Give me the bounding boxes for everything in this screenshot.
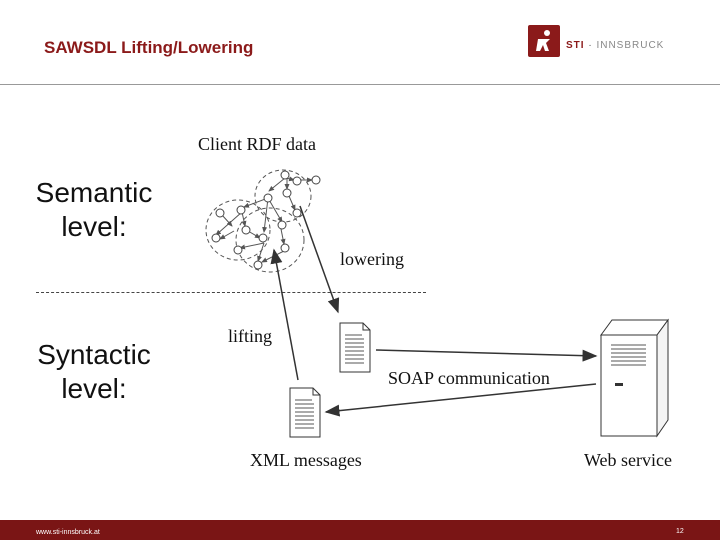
xml-messages-label: XML messages: [250, 450, 362, 470]
soap-request-arrow: [375, 349, 598, 362]
syntactic-level-label: Syntactic level:: [37, 339, 151, 404]
soap-response-arrow: [324, 383, 597, 417]
client-rdf-label: Client RDF data: [198, 134, 316, 154]
server-icon: [600, 318, 669, 438]
sti-logo-text: STI · INNSBRUCK: [566, 40, 665, 51]
lifting-label: lifting: [228, 326, 272, 346]
footer-bar: [0, 520, 720, 540]
xml-document-icon: [339, 322, 371, 373]
footer-url: www.sti-innsbruck.at: [36, 529, 100, 536]
slide-title: SAWSDL Lifting/Lowering: [44, 38, 254, 57]
web-service-label: Web service: [584, 450, 672, 470]
page-number: 12: [676, 528, 684, 535]
semantic-level-label: Semantic level:: [35, 177, 153, 242]
lowering-arrow: [299, 205, 340, 314]
soap-communication-label: SOAP communication: [388, 368, 550, 388]
lifting-arrow: [270, 248, 299, 381]
header-rule: [0, 84, 720, 85]
lowering-label: lowering: [340, 249, 404, 269]
sti-logo-icon: [528, 25, 560, 57]
level-divider: [36, 292, 426, 293]
rdf-graph: [205, 169, 321, 273]
xml-document-icon: [289, 387, 321, 438]
